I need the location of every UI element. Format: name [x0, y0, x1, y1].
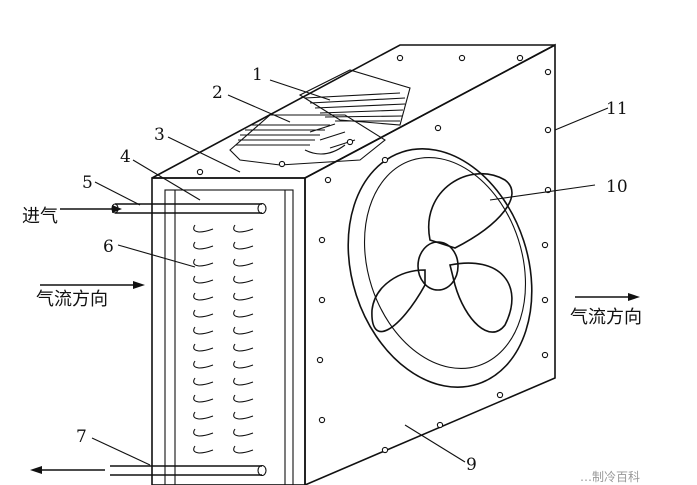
bolt-hole	[541, 351, 549, 359]
bolt-hole	[544, 68, 552, 76]
fan-ring-outer	[347, 148, 533, 388]
u-tube-bend	[233, 428, 254, 437]
callout-11: 11	[606, 99, 628, 119]
bolt-hole	[436, 421, 444, 429]
u-tube-bend	[233, 445, 254, 454]
bolt-hole	[324, 176, 332, 184]
u-tube-bend	[193, 445, 214, 454]
u-tube-bend	[193, 394, 214, 403]
u-tube-bend	[193, 292, 214, 301]
u-tube-bend	[233, 224, 254, 233]
u-tube-bend	[193, 377, 214, 386]
callout-6: 6	[103, 237, 114, 257]
callout-3: 3	[154, 125, 165, 145]
bolt-hole	[516, 54, 524, 62]
bolt-hole	[381, 446, 389, 454]
callout-5: 5	[82, 173, 93, 193]
bolt-hole	[458, 54, 466, 62]
callout-9: 9	[466, 455, 477, 475]
bolt-holes	[196, 54, 552, 454]
bolt-hole	[544, 126, 552, 134]
u-tube-bend	[193, 411, 214, 420]
u-tube-bend	[193, 343, 214, 352]
watermark: …制冷百科	[580, 470, 640, 484]
fins	[298, 69, 411, 126]
bolt-hole	[278, 160, 286, 168]
label-airflow-right: 气流方向	[570, 307, 642, 328]
inlet-header-pipe	[111, 202, 267, 215]
housing-top-edge	[160, 49, 546, 179]
bolt-hole	[381, 156, 389, 164]
callout-2: 2	[212, 83, 223, 103]
u-tube-bend	[193, 428, 214, 437]
u-tube-bend	[233, 258, 254, 267]
u-tube-bend	[193, 258, 214, 267]
bolt-hole	[541, 296, 549, 304]
u-tube-bend	[233, 275, 254, 284]
callout-10: 10	[606, 177, 628, 197]
bolt-hole	[541, 241, 549, 249]
u-tube-bend	[193, 360, 214, 369]
bolt-hole	[318, 416, 326, 424]
coil-inner-frame	[164, 189, 294, 485]
u-tube-bends	[193, 224, 254, 454]
u-tube-bend	[233, 343, 254, 352]
u-tube-bend	[193, 241, 214, 250]
u-tube-bend	[233, 292, 254, 301]
u-tube-bend	[233, 360, 254, 369]
bolt-hole	[318, 296, 326, 304]
bolt-hole	[318, 236, 326, 244]
u-tube-bend	[233, 411, 254, 420]
u-tube-bend	[233, 377, 254, 386]
label-airflow-left: 气流方向	[36, 289, 108, 310]
label-inlet-gas: 进气	[22, 206, 58, 227]
callout-1: 1	[252, 65, 263, 85]
u-tube-bend	[193, 275, 214, 284]
finned-tubes	[229, 114, 386, 166]
u-tube-bend	[233, 309, 254, 318]
u-tube-bend	[233, 394, 254, 403]
bolt-hole	[396, 54, 404, 62]
u-tube-bend	[193, 224, 214, 233]
bolt-hole	[196, 168, 204, 176]
u-tube-bend	[233, 326, 254, 335]
u-tube-bend	[193, 309, 214, 318]
bolt-hole	[434, 124, 442, 132]
u-tube-bend	[233, 241, 254, 250]
bolt-hole	[316, 356, 324, 364]
callout-4: 4	[120, 147, 131, 167]
fan-ring-inner	[363, 157, 527, 369]
callout-7: 7	[76, 427, 87, 447]
leader-lines	[91, 79, 609, 466]
bolt-hole	[346, 138, 354, 146]
u-tube-bend	[193, 326, 214, 335]
bolt-hole	[496, 391, 504, 399]
airflow-arrows	[30, 205, 640, 474]
fan-blades	[371, 172, 513, 333]
outlet-header-pipe	[110, 464, 267, 477]
